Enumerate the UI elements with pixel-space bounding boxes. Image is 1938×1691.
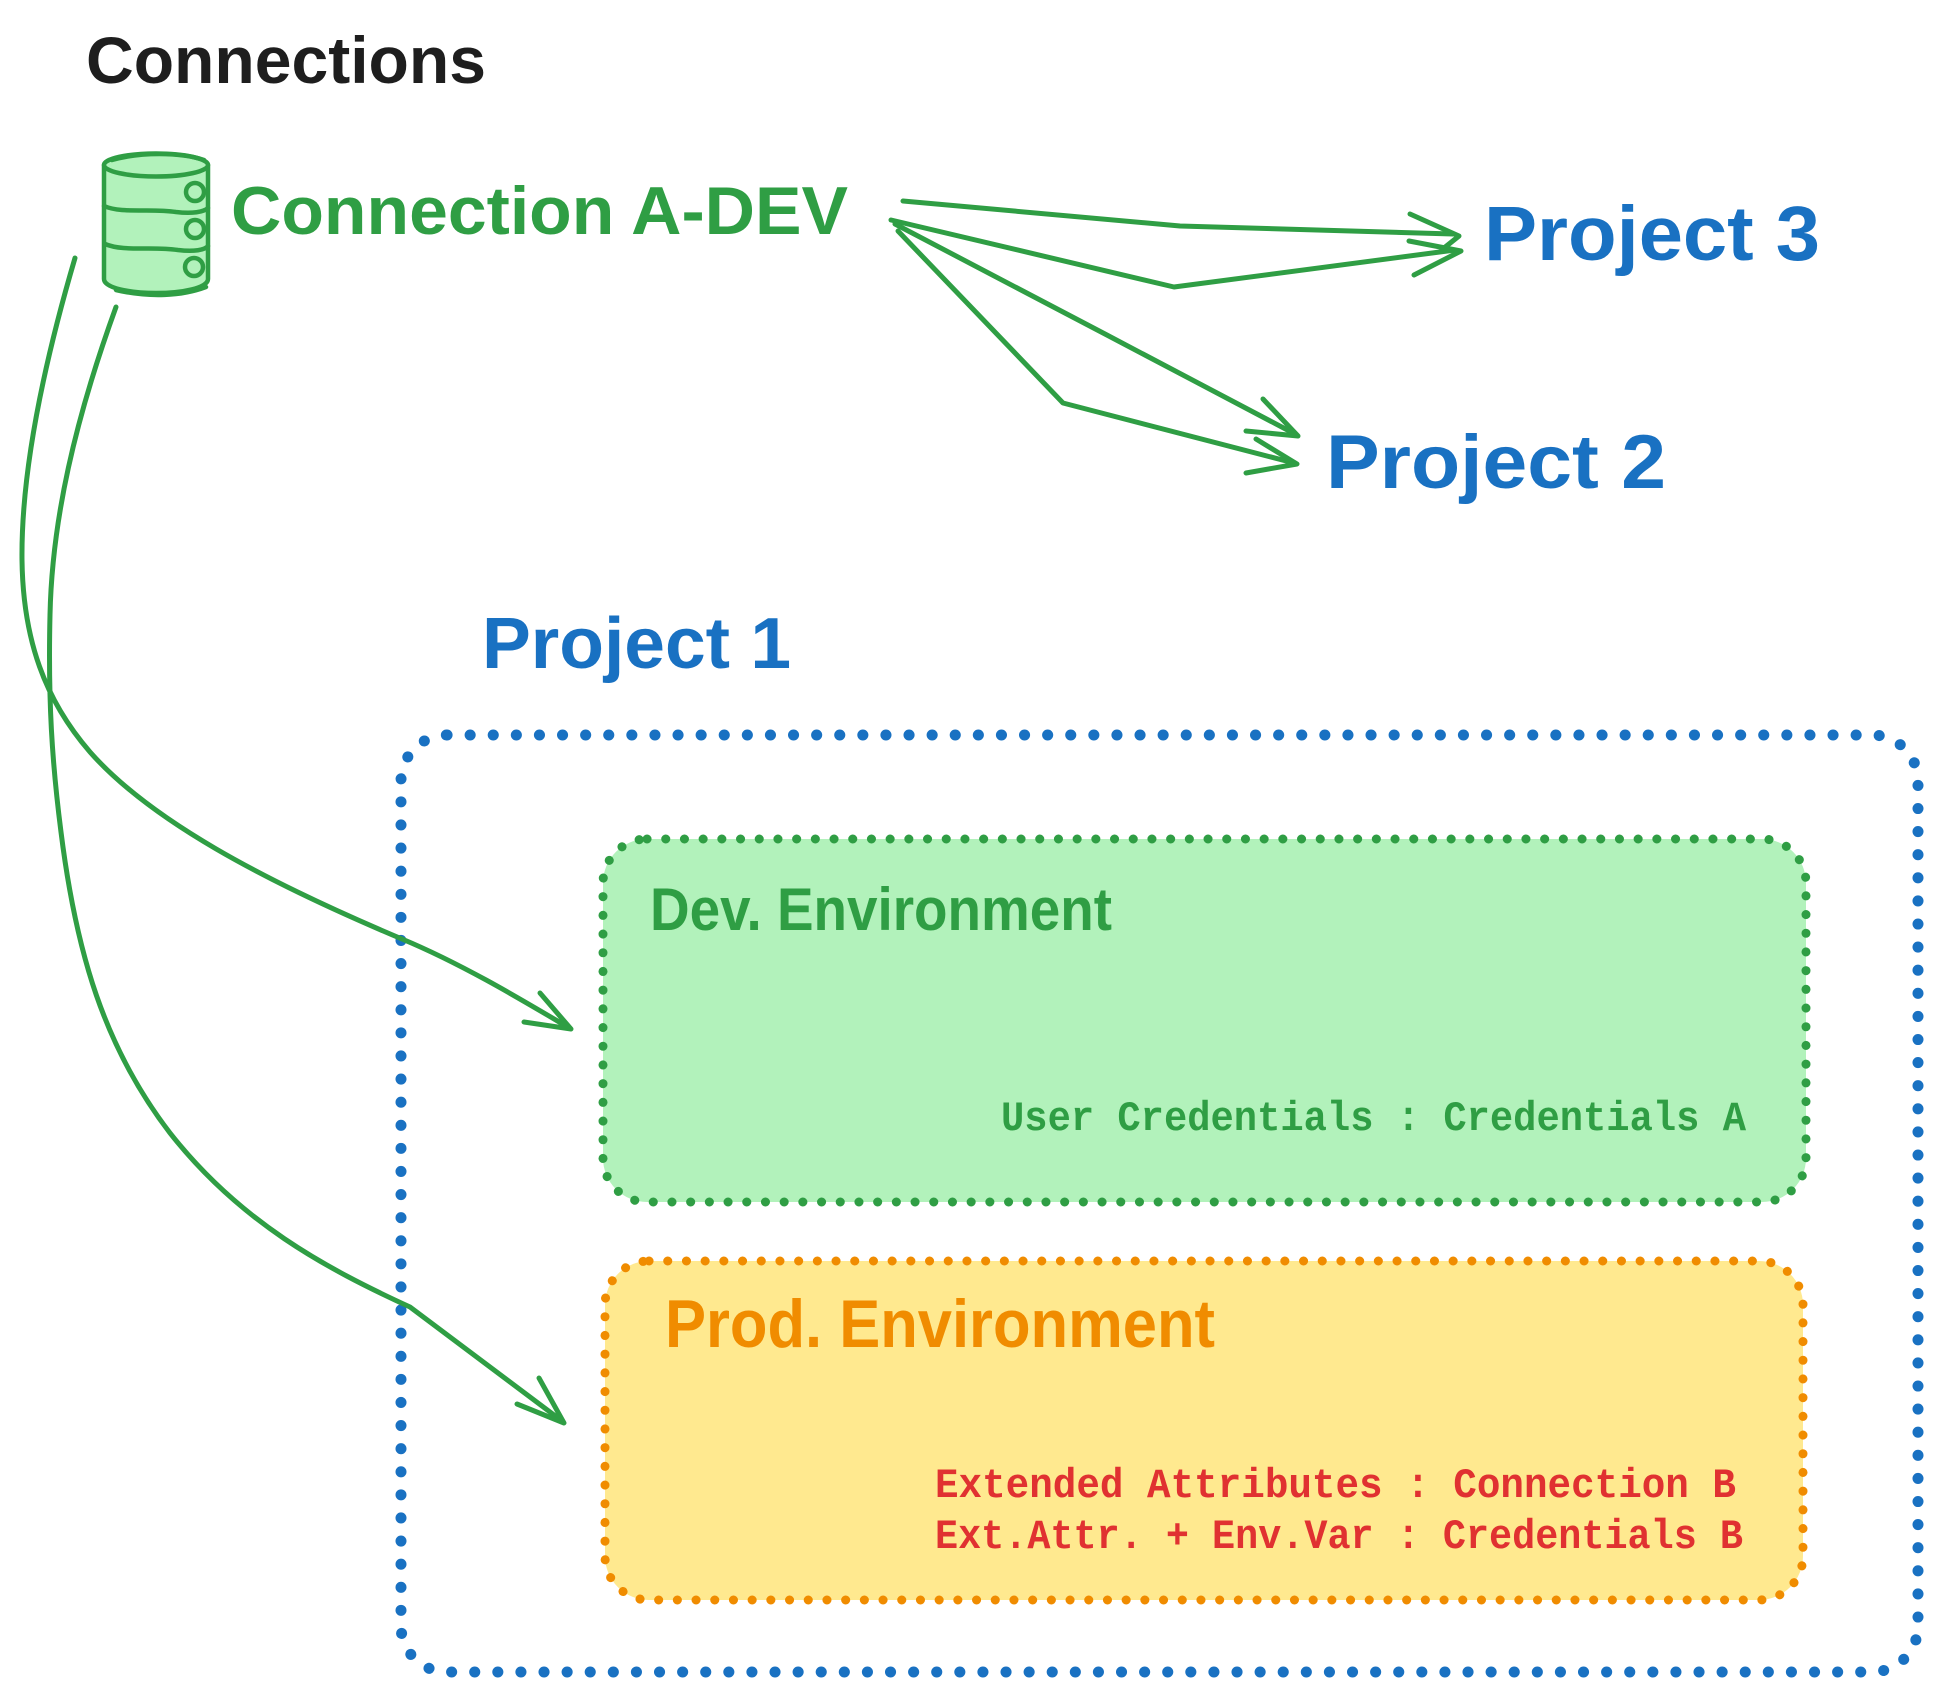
svg-text:Project 2: Project 2 (1326, 420, 1666, 505)
svg-text:Connections: Connections (86, 23, 486, 97)
svg-text:Project 3: Project 3 (1484, 191, 1820, 277)
svg-text:Prod. Environment: Prod. Environment (665, 1286, 1215, 1362)
svg-text:User Credentials : Credentials: User Credentials : Credentials A (1001, 1095, 1747, 1143)
svg-text:Dev. Environment: Dev. Environment (650, 876, 1112, 943)
svg-text:Connection A-DEV: Connection A-DEV (231, 173, 848, 249)
svg-text:Extended Attributes : Connecti: Extended Attributes : Connection B (935, 1462, 1736, 1510)
svg-text:Ext.Attr. + Env.Var : Credenti: Ext.Attr. + Env.Var : Credentials B (935, 1513, 1743, 1561)
svg-text:Project 1: Project 1 (482, 604, 791, 684)
